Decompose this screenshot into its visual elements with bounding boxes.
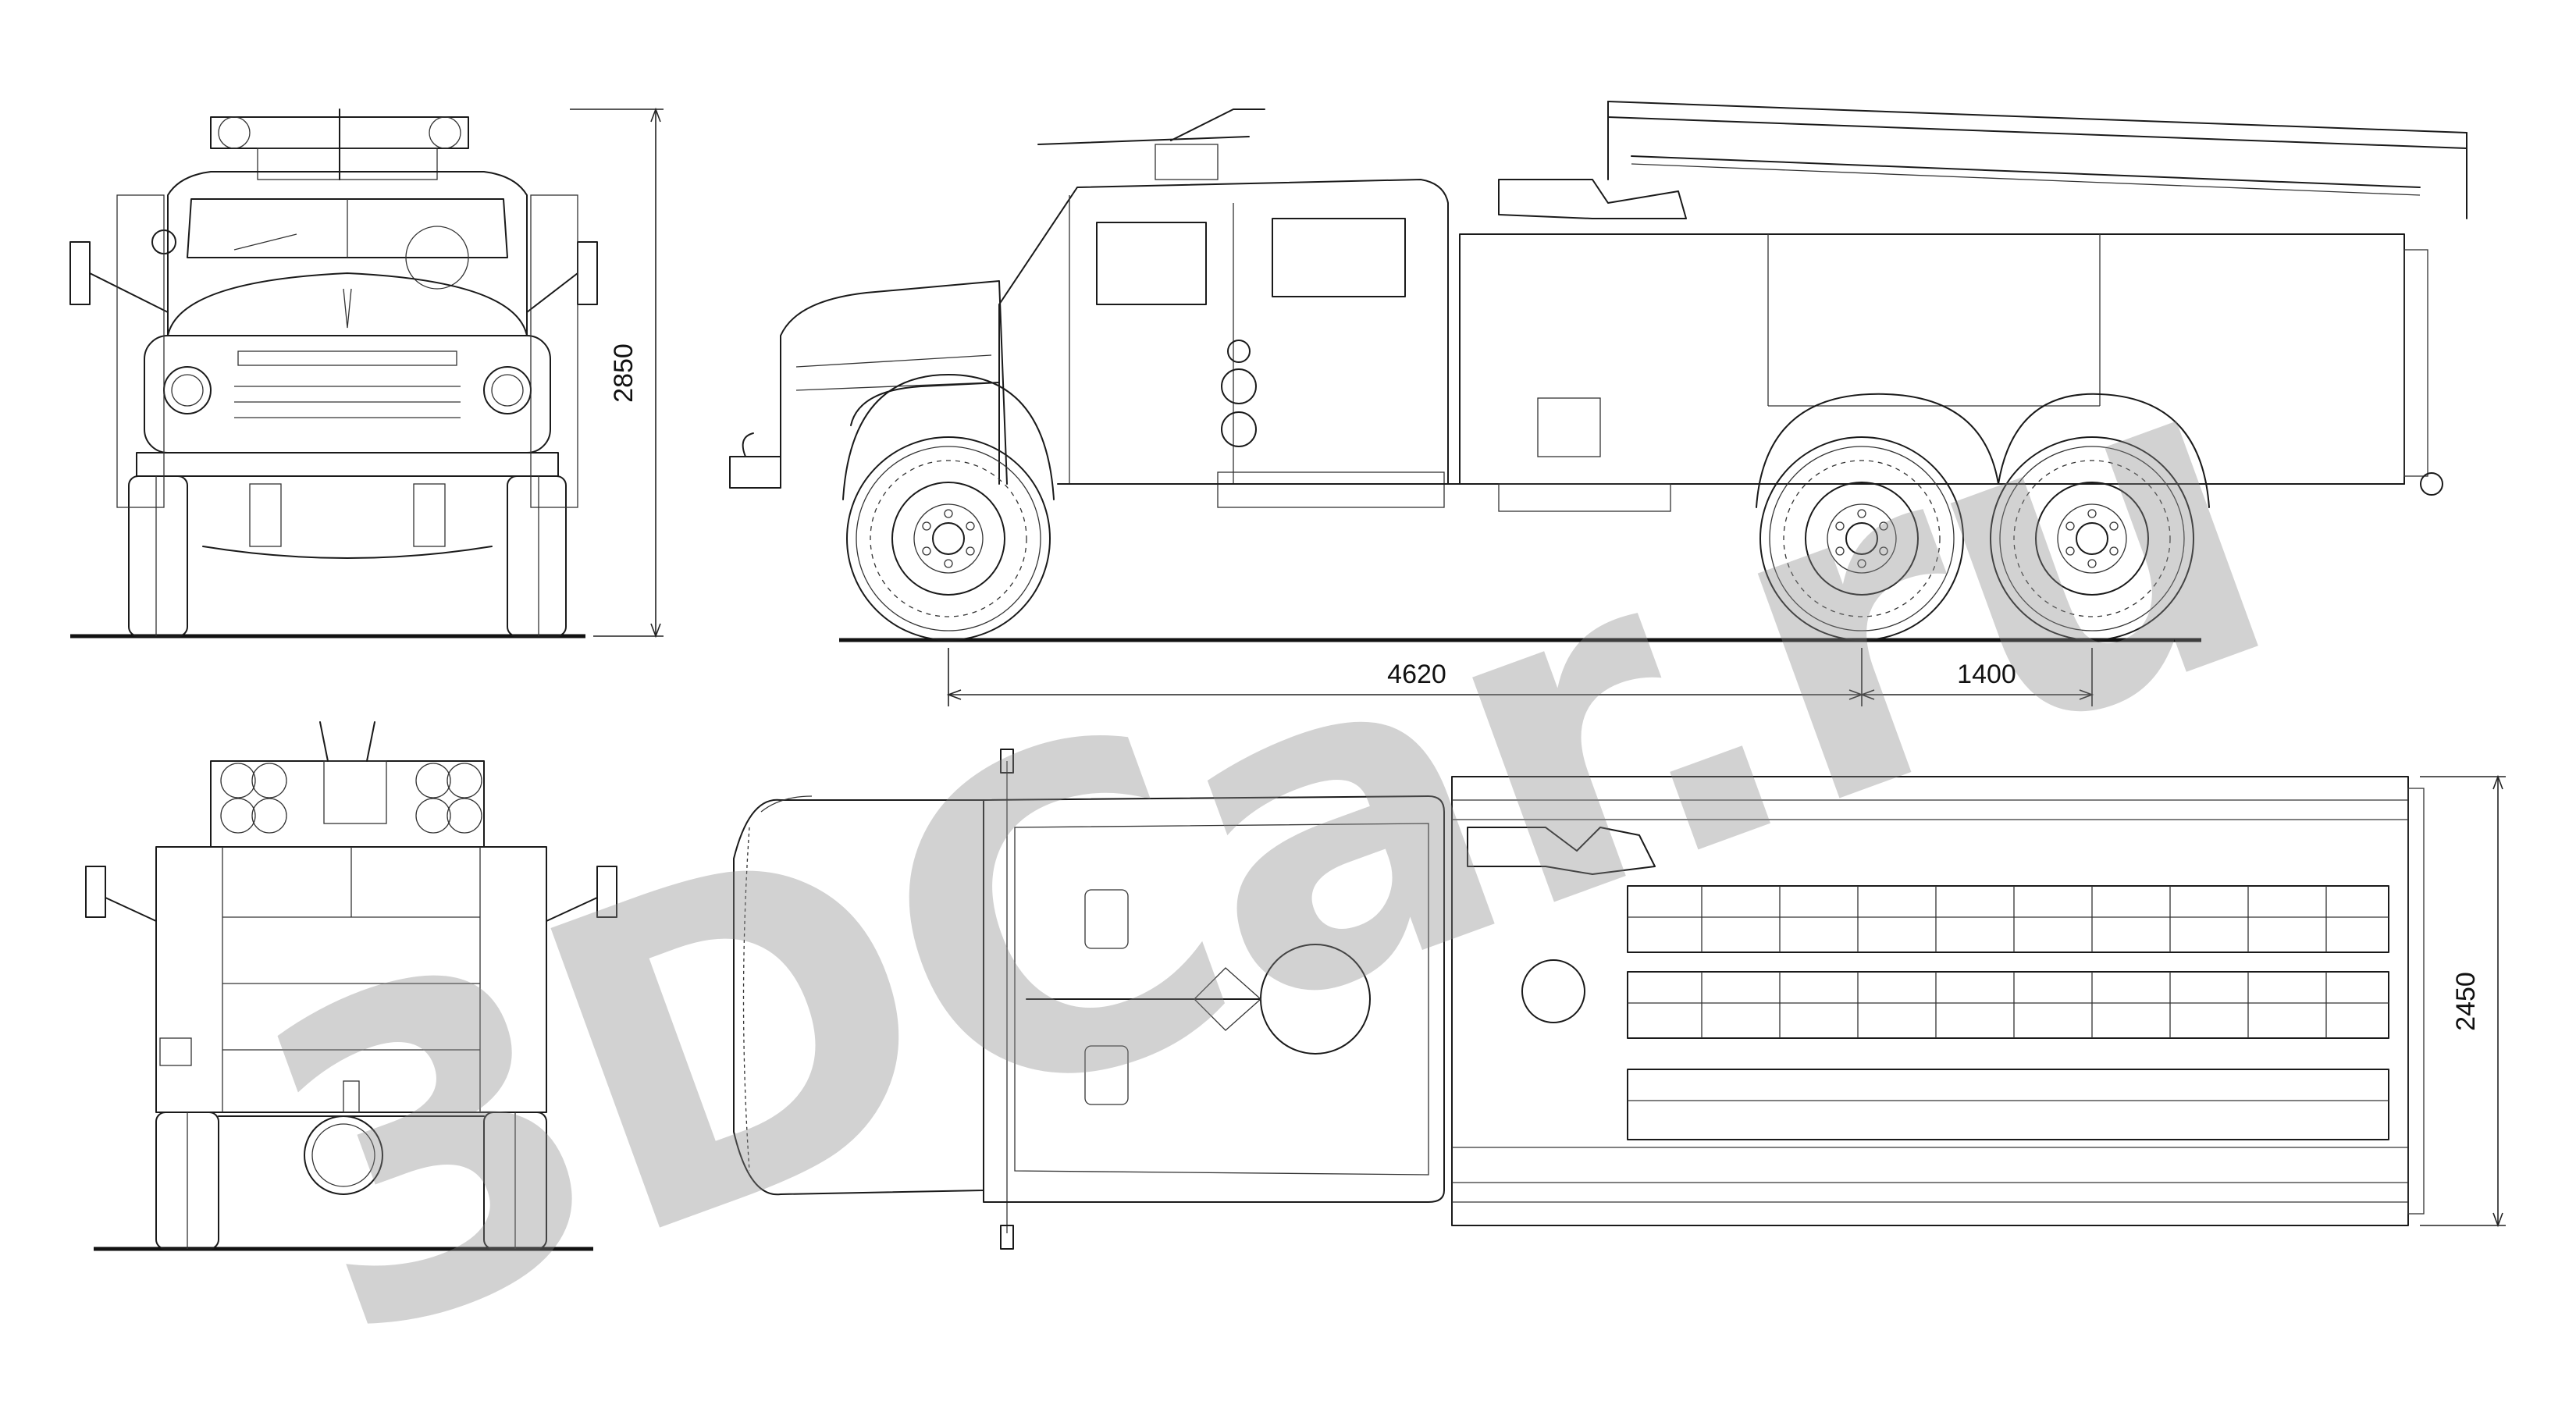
watermark-logo: 3DCar.ru bbox=[205, 255, 2321, 1405]
width-dimension-label: 2450 bbox=[2451, 972, 2481, 1031]
front-left-tire bbox=[128, 475, 188, 637]
width-dimension: 2450 bbox=[2420, 774, 2506, 1228]
front-view: 2850 bbox=[69, 107, 664, 638]
front-windshield bbox=[187, 198, 508, 258]
side-hood bbox=[780, 280, 1008, 485]
top-ladders bbox=[1627, 885, 2389, 1140]
front-grille bbox=[144, 335, 551, 454]
top-hood bbox=[733, 799, 984, 1196]
side-cab bbox=[998, 179, 1449, 485]
front-wheel-arch bbox=[842, 374, 1055, 500]
rear-wheel-arch bbox=[1756, 393, 2210, 508]
cab-front-window bbox=[1096, 222, 1207, 305]
front-right-tire bbox=[507, 475, 567, 637]
height-dimension: 2850 bbox=[570, 107, 664, 638]
left-headlight bbox=[163, 366, 212, 414]
top-cab-roof bbox=[983, 795, 1445, 1203]
top-suction-hoses bbox=[1467, 827, 1656, 875]
front-bumper bbox=[136, 452, 559, 477]
rear-view bbox=[85, 721, 617, 1251]
wheelbase-dimension-label: 4620 bbox=[1387, 660, 1446, 689]
top-tank-hatch bbox=[1521, 959, 1585, 1023]
cab-rear-window bbox=[1272, 218, 1406, 297]
rear-roof-equipment bbox=[210, 760, 485, 848]
front-cab bbox=[167, 171, 528, 336]
roof-suction-hoses bbox=[1498, 179, 1687, 219]
right-headlight bbox=[483, 366, 532, 414]
height-dimension-label: 2850 bbox=[609, 343, 639, 403]
roof-ladder bbox=[1607, 101, 2467, 219]
rear-axle-spacing-label: 1400 bbox=[1957, 660, 2016, 689]
wheelbase-dimension: 4620 1400 bbox=[946, 648, 2094, 706]
front-wheel bbox=[846, 436, 1051, 641]
side-view: 4620 1400 bbox=[729, 101, 2467, 706]
top-view: 2450 bbox=[733, 749, 2506, 1250]
side-front-bumper bbox=[729, 456, 781, 489]
front-hood bbox=[167, 272, 528, 336]
roof-water-cannon bbox=[1037, 136, 1250, 145]
